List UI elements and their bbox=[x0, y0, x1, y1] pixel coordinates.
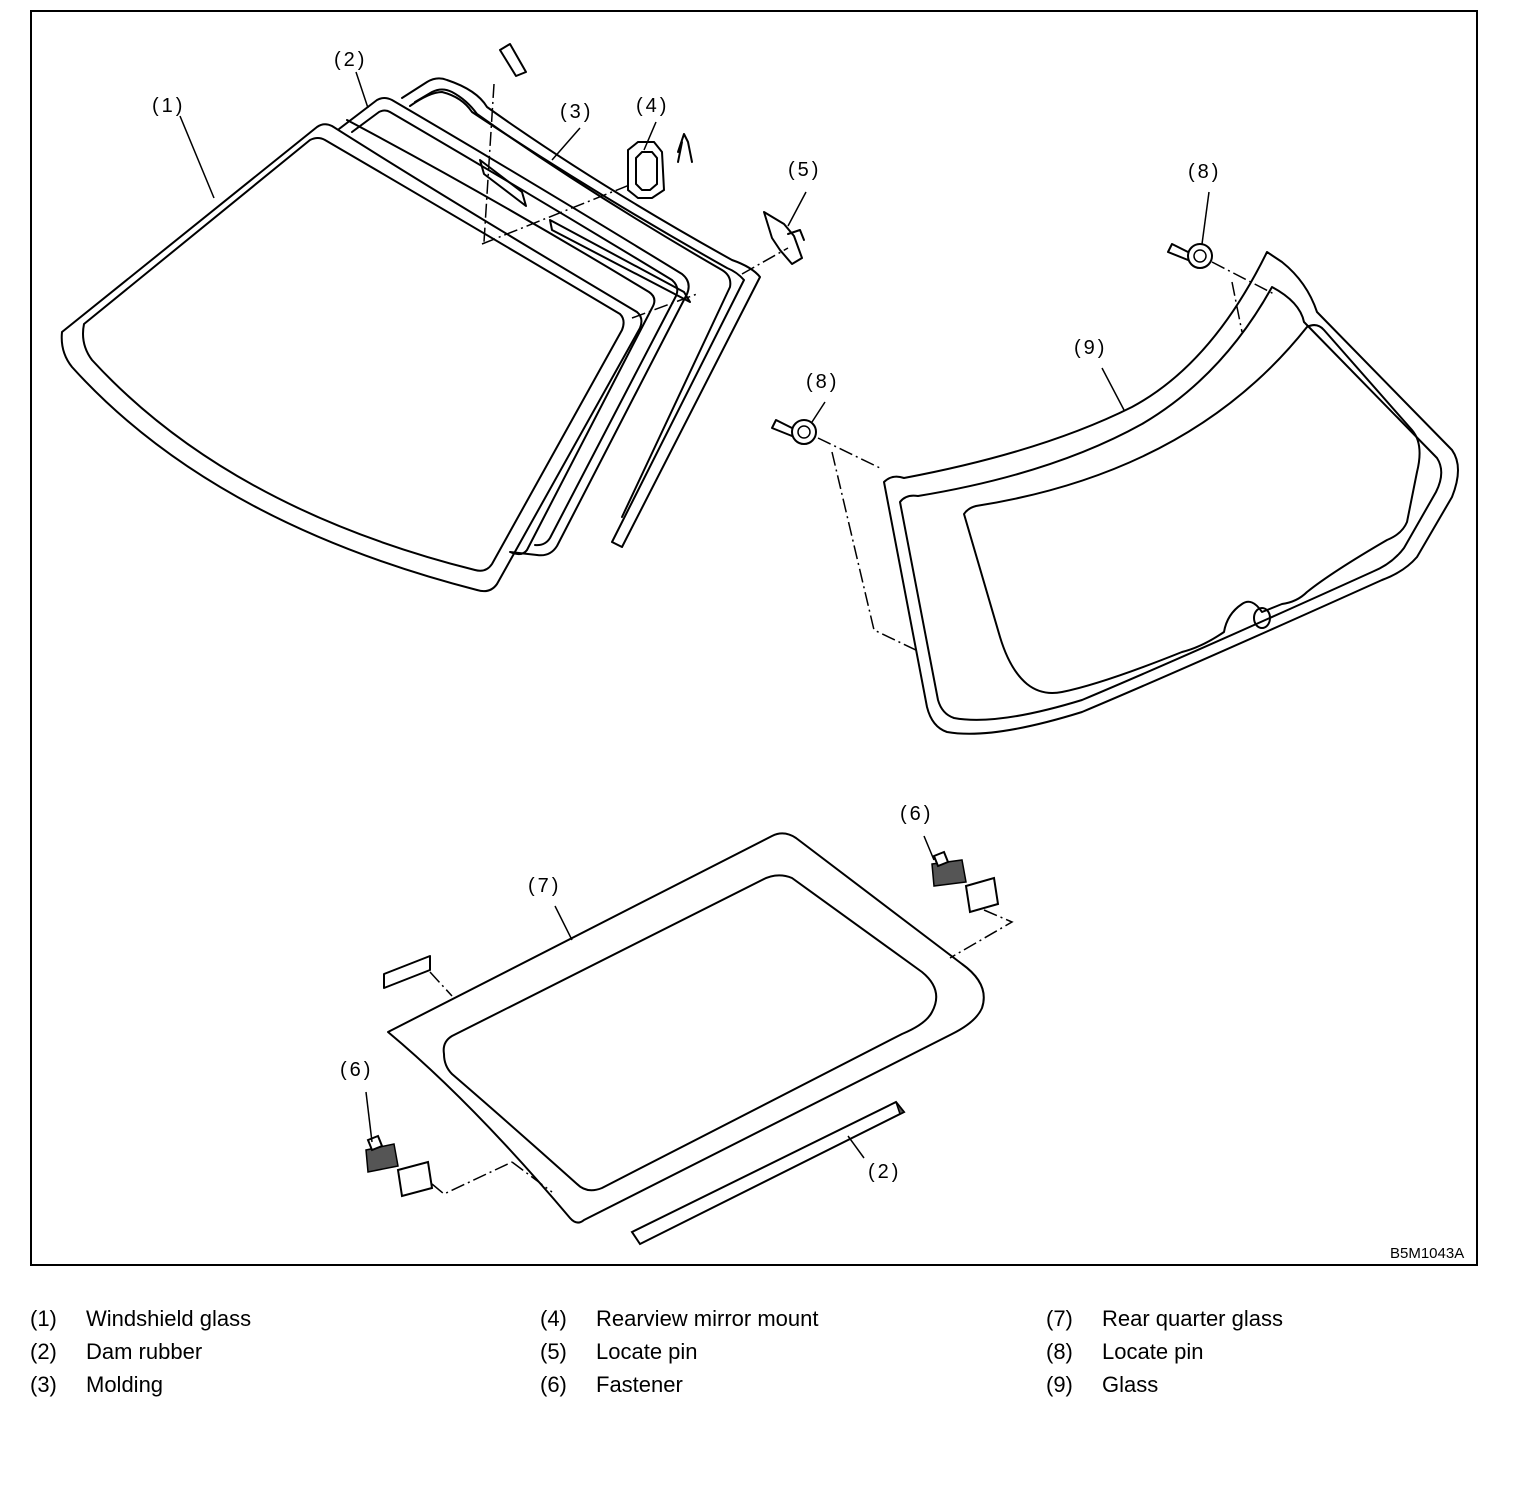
legend-number: (7) bbox=[1046, 1306, 1073, 1331]
locate-pin-rear-upper bbox=[1167, 243, 1213, 269]
legend-label: Locate pin bbox=[1102, 1339, 1204, 1364]
legend-item: (4) Rearview mirror mount bbox=[540, 1302, 1020, 1335]
legend-number: (2) bbox=[30, 1339, 57, 1364]
fastener-upper bbox=[931, 850, 1000, 914]
legend-column-1: (1) Windshield glass (2) Dam rubber (3) Mol… bbox=[30, 1302, 510, 1401]
fastener-lower bbox=[365, 1134, 434, 1198]
legend-column-3: (7) Rear quarter glass (8) Locate pin (9) G… bbox=[1046, 1302, 1526, 1401]
callout-2-upper: (2) bbox=[334, 49, 367, 71]
legend-number: (5) bbox=[540, 1339, 567, 1364]
callout-8-upper: (8) bbox=[1188, 161, 1221, 183]
molding bbox=[401, 77, 761, 548]
legend-item: (5) Locate pin bbox=[540, 1335, 1020, 1368]
locate-pin-rear-lower bbox=[771, 419, 817, 445]
callout-4: (4) bbox=[636, 95, 669, 117]
dam-rubber-lower bbox=[630, 1100, 906, 1246]
legend-item: (3) Molding bbox=[30, 1368, 510, 1401]
legend-label: Rearview mirror mount bbox=[596, 1306, 819, 1331]
rearview-mirror-mount bbox=[627, 133, 693, 199]
adhesive-tape-quarter bbox=[383, 955, 431, 989]
callout-7: (7) bbox=[528, 875, 561, 897]
callout-2-lower: (2) bbox=[868, 1161, 901, 1183]
legend-column-2: (4) Rearview mirror mount (5) Locate pin (… bbox=[540, 1302, 1020, 1401]
legend-label: Molding bbox=[86, 1372, 164, 1397]
callout-6-lower: (6) bbox=[340, 1059, 373, 1081]
legend-item: (8) Locate pin bbox=[1046, 1335, 1526, 1368]
adhesive-tape bbox=[499, 43, 527, 77]
legend-number: (4) bbox=[540, 1306, 567, 1331]
locate-pin-windshield bbox=[763, 211, 805, 265]
rear-quarter-glass bbox=[387, 832, 985, 1224]
legend-number: (3) bbox=[30, 1372, 57, 1397]
legend-item: (7) Rear quarter glass bbox=[1046, 1302, 1526, 1335]
legend-number: (6) bbox=[540, 1372, 567, 1397]
callout-leaders bbox=[179, 71, 1210, 1159]
callout-1: (1) bbox=[152, 95, 185, 117]
legend-label: Fastener bbox=[596, 1372, 683, 1397]
dam-rubber-upper bbox=[338, 97, 691, 557]
legend-label: Rear quarter glass bbox=[1102, 1306, 1283, 1331]
alignment-lines-rear bbox=[817, 261, 1275, 653]
legend-item: (9) Glass bbox=[1046, 1368, 1526, 1401]
legend-number: (1) bbox=[30, 1306, 57, 1331]
windshield-glass bbox=[60, 123, 643, 593]
callout-9: (9) bbox=[1074, 337, 1107, 359]
callout-5: (5) bbox=[788, 159, 821, 181]
rear-glass bbox=[883, 251, 1459, 735]
legend-item: (2) Dam rubber bbox=[30, 1335, 510, 1368]
alignment-lines-quarter bbox=[429, 909, 1014, 1195]
legend-label: Locate pin bbox=[596, 1339, 698, 1364]
figure-code: B5M1043A bbox=[1390, 1245, 1464, 1262]
exploded-view-drawing: (1) (2) (3) (4) (5) (8) (8) (9) (6) (7) … bbox=[60, 43, 1464, 1262]
alignment-lines-windshield bbox=[481, 83, 789, 319]
legend-number: (8) bbox=[1046, 1339, 1073, 1364]
callout-3: (3) bbox=[560, 101, 593, 123]
callout-6-upper: (6) bbox=[900, 803, 933, 825]
legend-label: Windshield glass bbox=[86, 1306, 252, 1331]
callout-8-lower: (8) bbox=[806, 371, 839, 393]
parts-diagram: (1) (2) (3) (4) (5) (8) (8) (9) (6) (7) … bbox=[30, 10, 1478, 1266]
legend-item: (6) Fastener bbox=[540, 1368, 1020, 1401]
legend-item: (1) Windshield glass bbox=[30, 1302, 510, 1335]
legend-number: (9) bbox=[1046, 1372, 1073, 1397]
legend-label: Dam rubber bbox=[86, 1339, 203, 1364]
legend-label: Glass bbox=[1102, 1372, 1159, 1397]
